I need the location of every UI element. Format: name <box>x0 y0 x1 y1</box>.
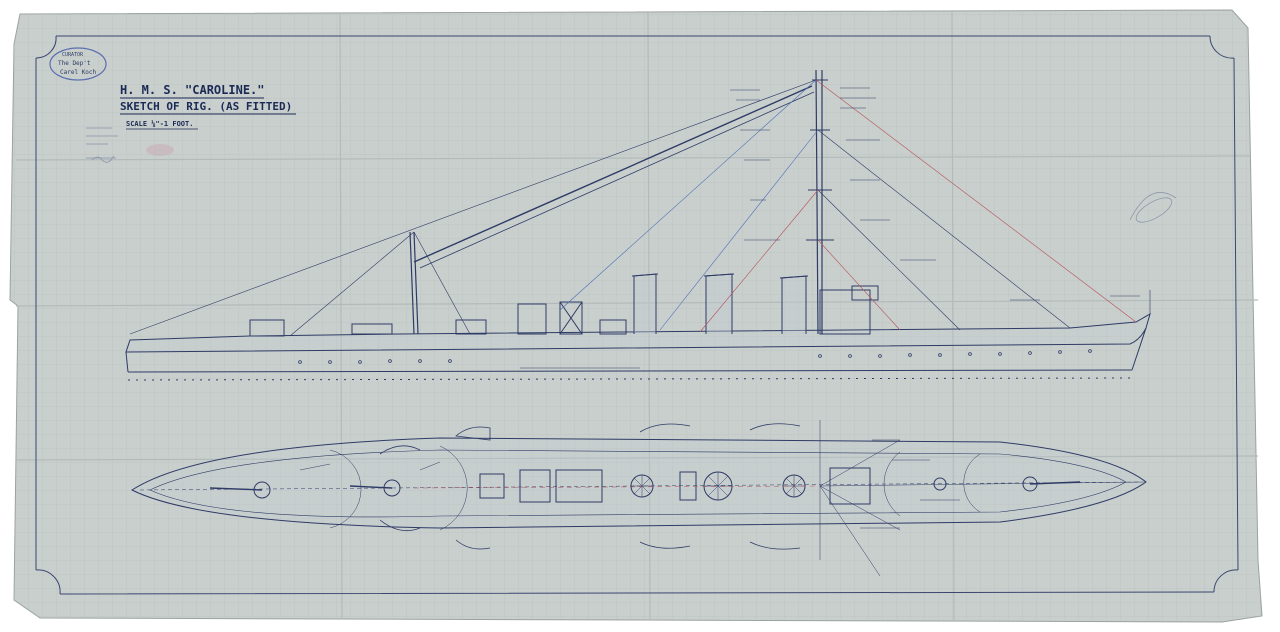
title-block: H. M. S. "CAROLINE." SKETCH OF RIG. (AS … <box>120 83 296 130</box>
fold-creases <box>15 11 1259 621</box>
foremast <box>815 69 823 335</box>
derrick-boom <box>413 85 813 263</box>
stamp-line-2: The Dep't <box>58 60 91 67</box>
stamp-line-1: CURATOR <box>62 52 84 58</box>
plan-rigging <box>413 420 1147 577</box>
pencil-sketch <box>1129 192 1177 223</box>
funnel-forward <box>781 275 807 334</box>
side-elevation <box>125 69 1151 381</box>
portholes <box>298 349 1092 364</box>
rigging-lines <box>129 79 1137 337</box>
drawing-title: H. M. S. "CAROLINE." <box>120 83 265 97</box>
boat-outlines <box>379 423 801 550</box>
faded-notes <box>86 127 174 163</box>
aft-mast <box>409 231 419 335</box>
gun-arcs <box>329 445 981 531</box>
funnel-middle <box>705 273 733 334</box>
drawing-subtitle: SKETCH OF RIG. (AS FITTED) <box>120 100 292 113</box>
curator-stamp: CURATOR The Dep't Carel Koch <box>49 47 107 81</box>
drawing-scale: SCALE ⅛"-1 FOOT. <box>126 119 193 128</box>
stamp-line-3: Carel Koch <box>60 69 97 76</box>
annotation-leaders <box>730 87 1040 301</box>
funnel-aft <box>633 273 657 334</box>
paper-grid <box>10 10 1262 622</box>
plan-view <box>130 420 1147 577</box>
plan-leaders <box>299 439 960 529</box>
hull-profile <box>125 312 1151 353</box>
drawing-border <box>35 35 1239 595</box>
